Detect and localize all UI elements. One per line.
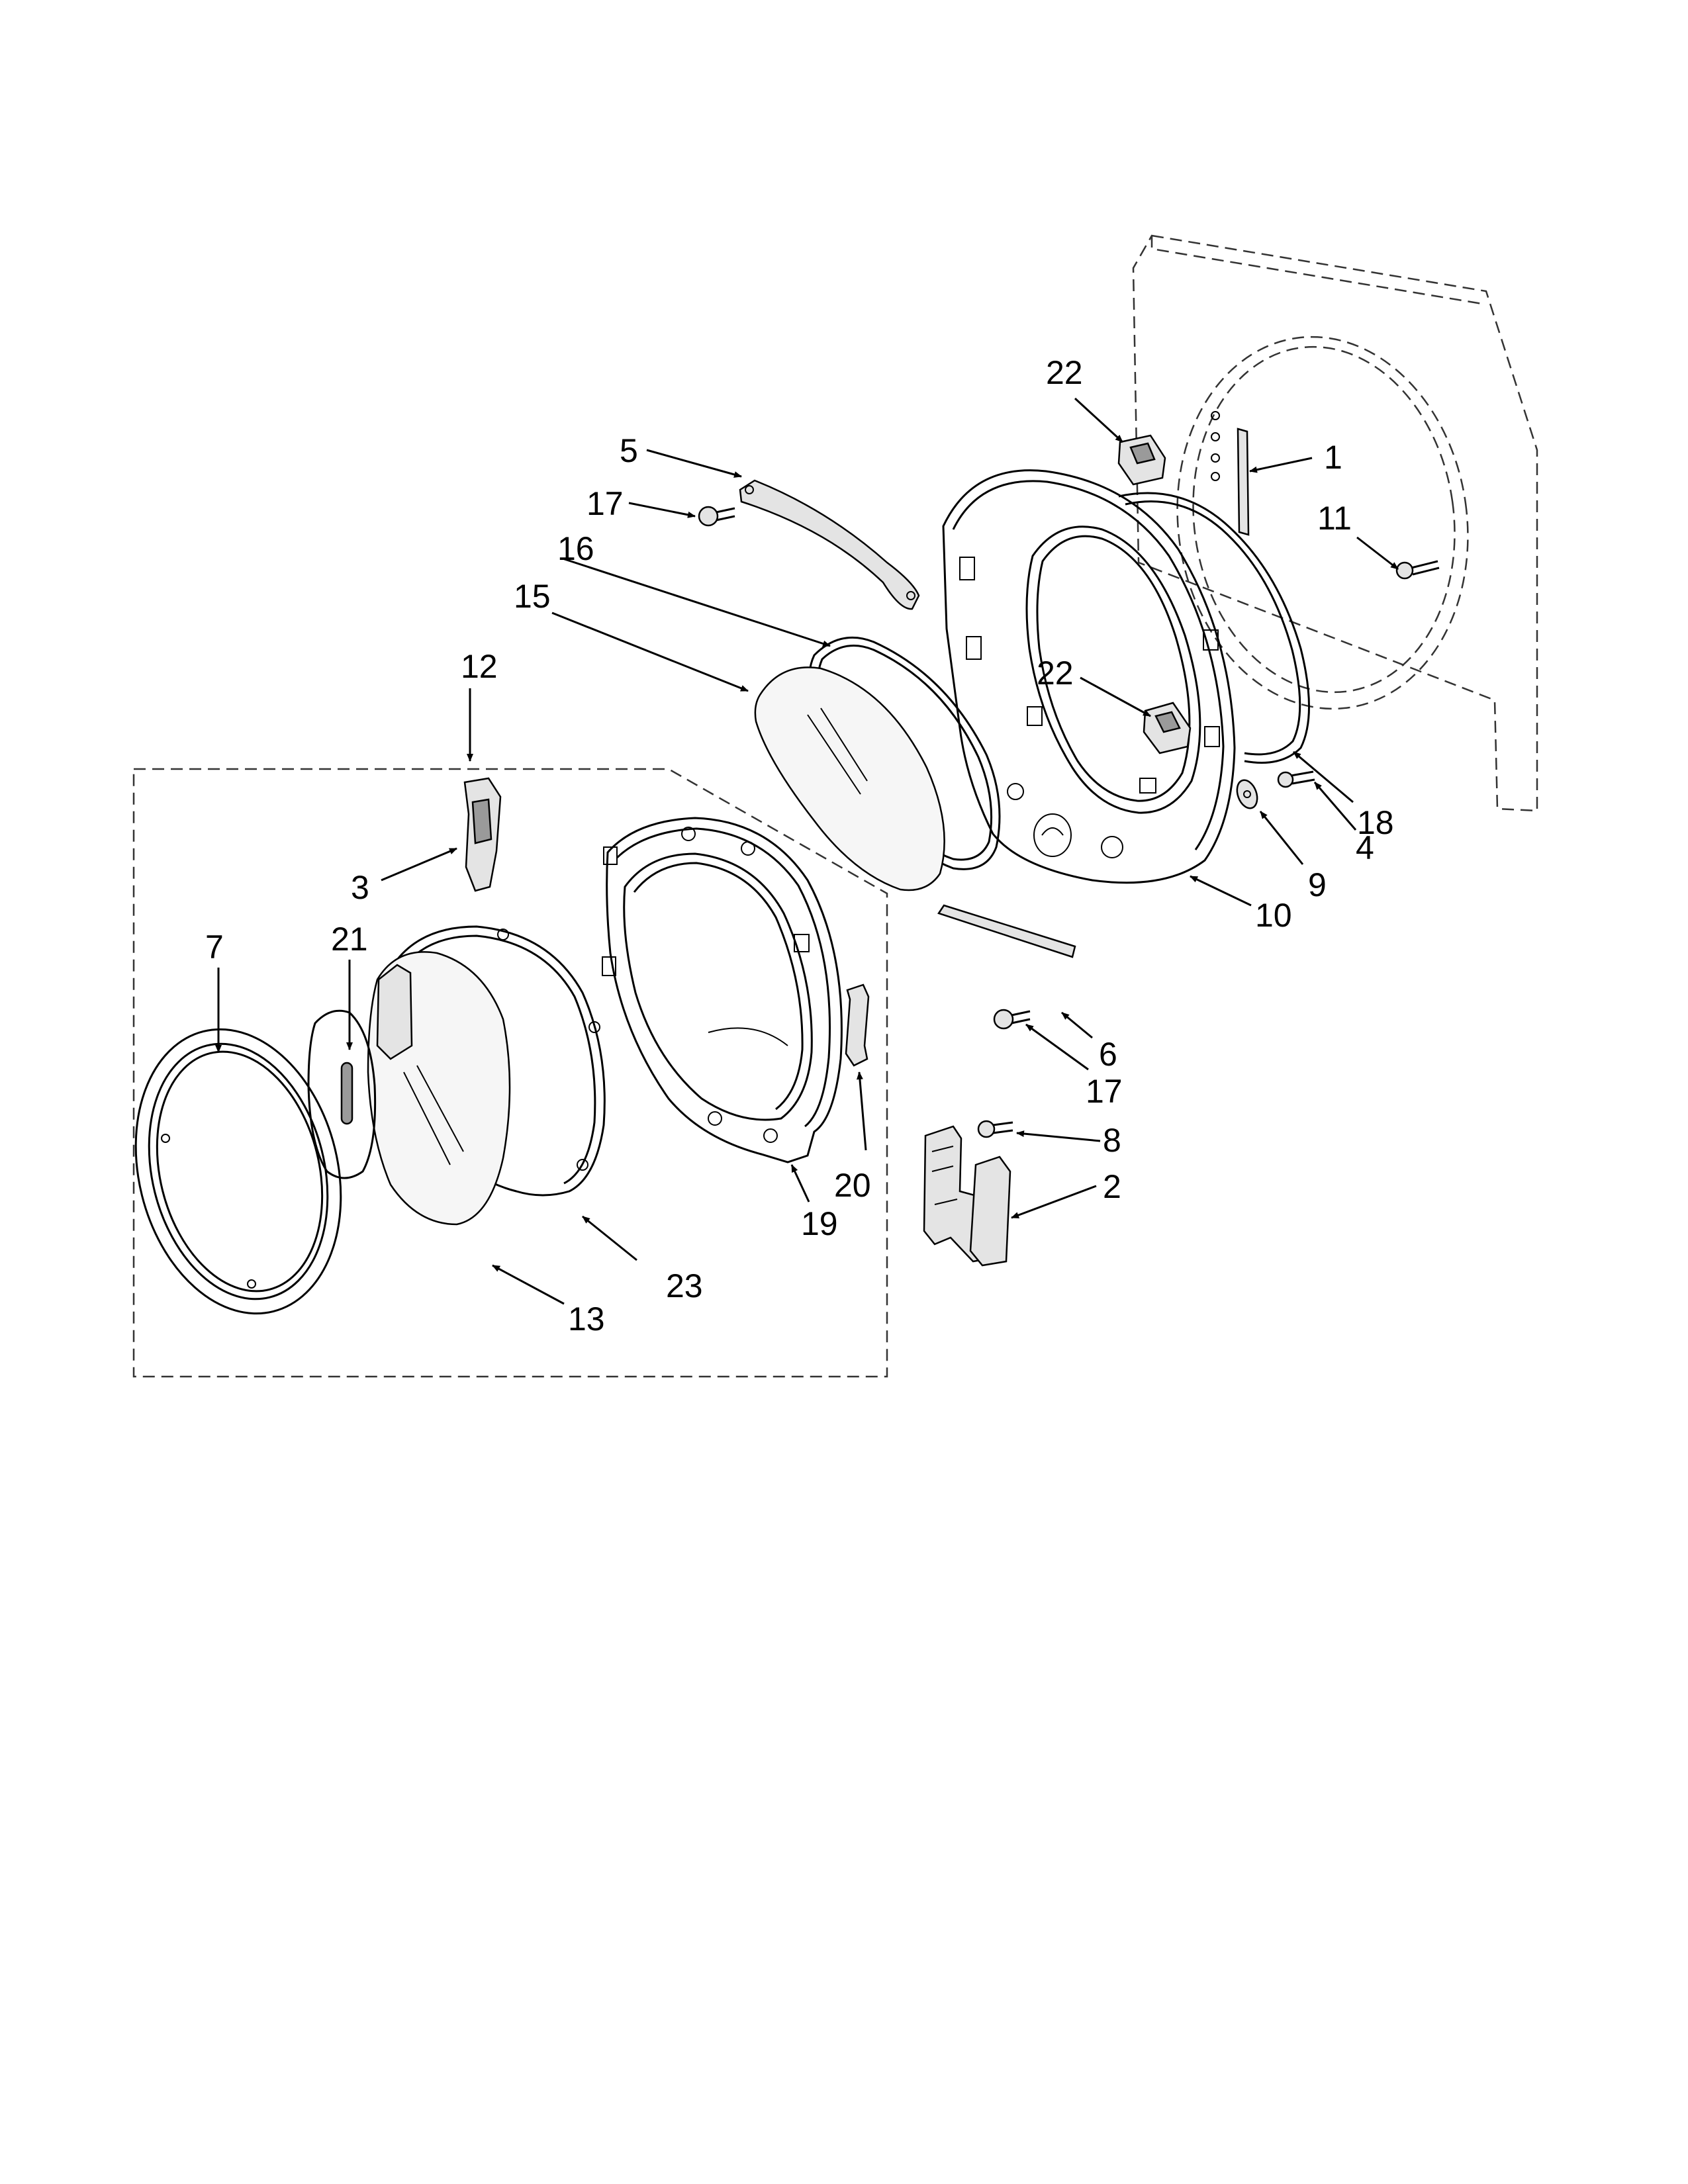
part-22-upper-bracket	[1117, 434, 1166, 486]
part-17-lower-screw	[993, 1009, 1031, 1030]
cabinet-front-outline	[1132, 234, 1538, 812]
callout-18: 18	[1357, 804, 1394, 841]
part-10-front-bulkhead	[942, 469, 1236, 884]
part-2-hinge	[923, 1125, 1011, 1267]
callout-9: 9	[1308, 866, 1327, 903]
callout-11: 11	[1317, 500, 1352, 537]
part-17-upper-screw	[698, 506, 735, 527]
part-22-lower-bracket	[1143, 702, 1192, 754]
callout-3: 3	[351, 869, 369, 906]
callout-5: 5	[620, 432, 638, 469]
part-13-door-bowl	[367, 951, 511, 1226]
callout-16: 16	[557, 530, 594, 567]
callout-17-lower: 17	[1086, 1073, 1123, 1110]
leader-lines	[215, 397, 1399, 1305]
callout-23: 23	[666, 1267, 703, 1304]
callout-1: 1	[1324, 439, 1342, 476]
callout-8: 8	[1103, 1122, 1121, 1159]
part-20-strike	[845, 983, 870, 1067]
part-6-lower-strap	[937, 904, 1076, 958]
callout-22-upper: 22	[1046, 354, 1083, 391]
callout-20: 20	[834, 1167, 871, 1204]
part-9-washer	[1236, 779, 1258, 809]
part-4-screw	[1277, 770, 1315, 788]
part-18-seal	[1118, 492, 1310, 764]
callout-labels: 1 22 11 5 17 16 15 22 18 4 9 10 12 3 6 1…	[205, 354, 1394, 1338]
door-assembly-box	[132, 768, 888, 1378]
callout-15: 15	[514, 578, 551, 615]
callout-22-lower: 22	[1037, 655, 1074, 692]
part-3-latch	[463, 777, 502, 892]
callout-2: 2	[1103, 1168, 1121, 1205]
callout-19: 19	[801, 1205, 838, 1242]
part-1-strip	[1237, 428, 1250, 536]
callout-17-upper: 17	[586, 485, 624, 522]
part-11-screw	[1395, 560, 1440, 580]
callout-4: 4	[1356, 829, 1374, 866]
callout-7: 7	[205, 929, 224, 966]
part-15-door-glass	[754, 666, 945, 891]
part-7-outer-ring	[134, 1028, 342, 1315]
callout-12: 12	[461, 648, 498, 685]
callout-13: 13	[568, 1300, 605, 1338]
callout-21: 21	[331, 921, 368, 958]
part-5-upper-strap	[739, 479, 920, 610]
part-21-window	[307, 1009, 377, 1179]
callout-10: 10	[1255, 897, 1292, 934]
part-19-inner-frame	[602, 817, 843, 1163]
callout-6: 6	[1099, 1036, 1117, 1073]
part-8-screw	[977, 1120, 1013, 1138]
